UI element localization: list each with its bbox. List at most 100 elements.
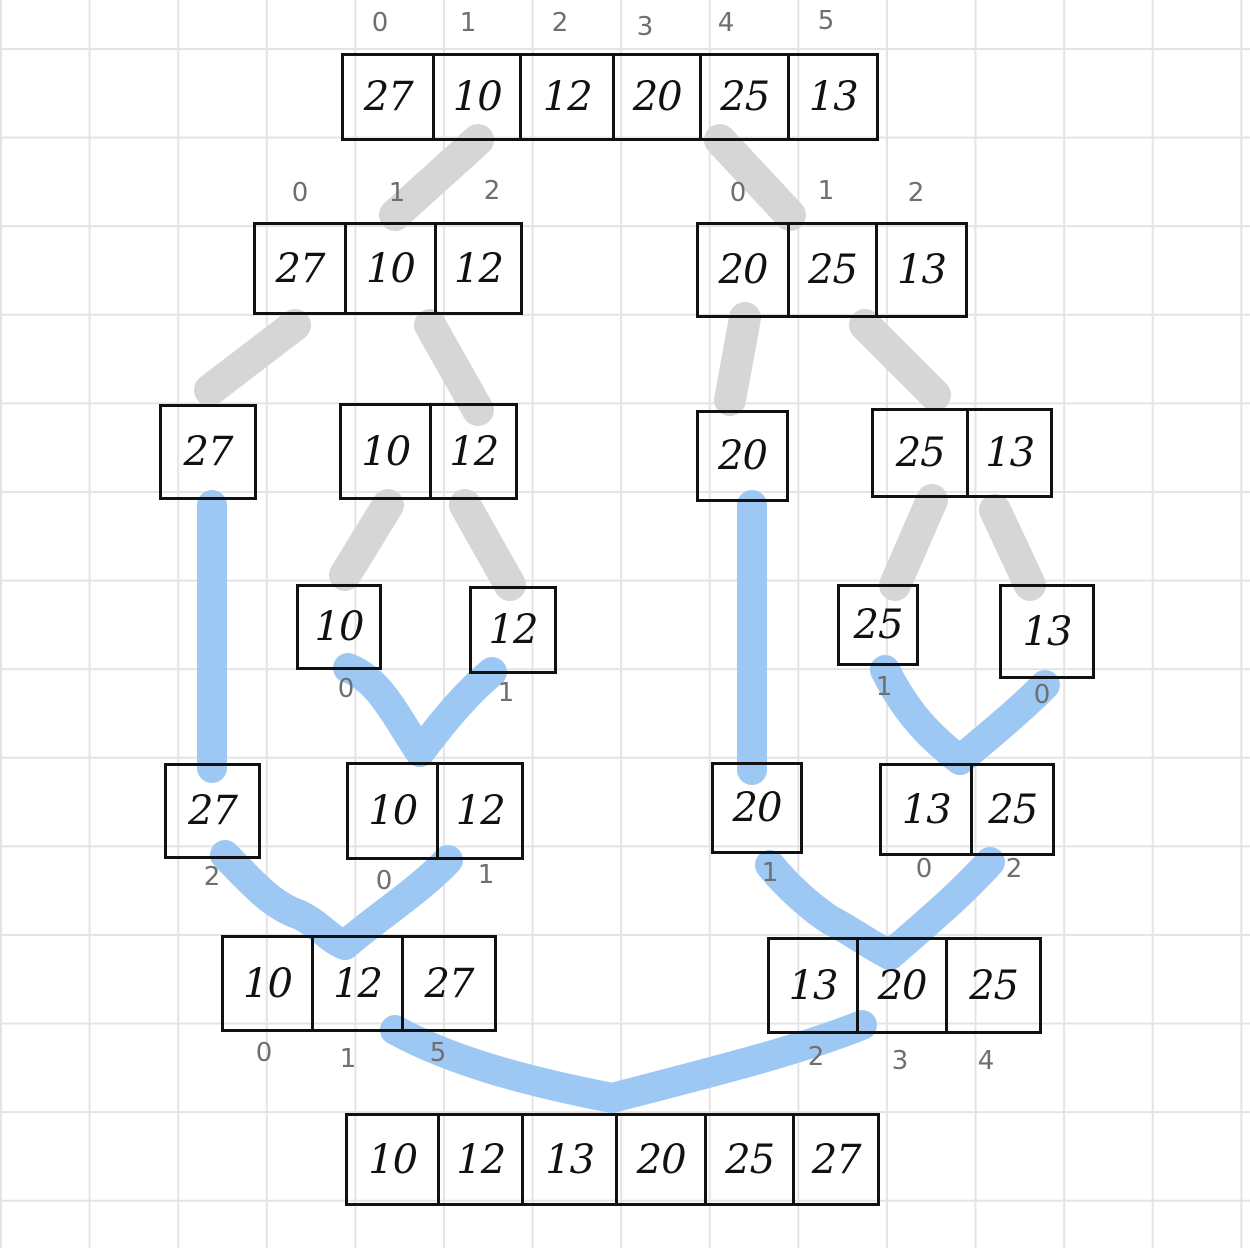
index-label: 1	[339, 1044, 357, 1074]
index-label: 2	[203, 862, 221, 892]
array-cell: 20	[618, 1116, 707, 1203]
index-label: 3	[891, 1046, 909, 1076]
split-connector	[379, 124, 494, 231]
merge-connector	[597, 1010, 877, 1113]
array-left-merged: 10 12 27	[221, 935, 497, 1032]
array-cell: 25	[702, 56, 791, 138]
array-cell: 12	[522, 56, 616, 138]
merge-connector	[330, 845, 463, 960]
array-cell: 12	[449, 428, 499, 475]
array-cell: 13	[985, 430, 1035, 476]
array-cell: 10	[347, 225, 437, 312]
index-label: 2	[1005, 854, 1023, 884]
index-label: 5	[817, 6, 835, 36]
merge-connector	[405, 657, 507, 767]
array-cell: 20	[615, 56, 702, 138]
split-connector	[194, 309, 311, 406]
array-cell: 25	[853, 602, 904, 648]
split-connector	[879, 484, 948, 601]
index-label: 0	[371, 8, 389, 38]
index-label: 0	[729, 178, 747, 208]
merge-connector	[755, 850, 905, 970]
index-label: 1	[761, 858, 779, 888]
array-cell: 20	[699, 225, 790, 315]
index-label: 1	[477, 860, 495, 890]
array-cell: 27	[811, 1136, 862, 1183]
index-label: 0	[375, 866, 393, 896]
split-connector	[704, 124, 806, 231]
array-cell: 20	[718, 433, 768, 479]
array-cell: 10	[349, 765, 440, 857]
index-label: 3	[636, 12, 654, 42]
index-label: 1	[388, 178, 406, 208]
array-cell: 12	[488, 607, 539, 653]
array-cell: 10	[224, 938, 315, 1029]
index-label: 1	[497, 678, 515, 708]
index-label: 2	[551, 8, 569, 38]
array-cell: 27	[344, 56, 436, 138]
merge-connector	[210, 840, 360, 960]
index-label: 0	[337, 674, 355, 704]
split-connector	[329, 489, 404, 591]
array-cell: 10	[435, 56, 523, 138]
array-left-half: 27 10 12	[253, 222, 523, 315]
array-merge-20: 20	[711, 762, 803, 854]
index-label: 0	[1033, 680, 1051, 710]
index-label: 1	[817, 176, 835, 206]
array-cell: 25	[969, 962, 1019, 1009]
array-cell: 12	[314, 938, 405, 1029]
array-cell: 27	[256, 225, 347, 312]
index-label: 2	[807, 1042, 825, 1072]
array-cell: 20	[859, 940, 949, 1031]
merge-connectors	[197, 490, 1060, 1113]
split-connector	[849, 309, 951, 411]
split-connectors	[194, 124, 1046, 601]
array-cell: 25	[707, 1116, 796, 1203]
index-label: 0	[255, 1038, 273, 1068]
array-cell: 10	[348, 1116, 441, 1203]
index-label: 0	[291, 178, 309, 208]
array-right-half: 20 25 13	[696, 222, 968, 318]
split-connector	[714, 302, 761, 416]
array-final-sorted: 10 12 13 20 25 27	[345, 1113, 880, 1206]
array-leaf-13: 13	[999, 584, 1095, 679]
split-connector	[449, 489, 526, 601]
array-cell: 12	[455, 788, 506, 834]
array-split-27: 27	[159, 404, 257, 500]
array-cell: 27	[188, 788, 238, 834]
array-right-merged: 13 20 25	[767, 937, 1042, 1034]
array-cell: 10	[342, 406, 433, 497]
merge-connector	[875, 847, 1005, 970]
array-cell: 12	[440, 1116, 525, 1203]
merge-connector	[945, 670, 1060, 775]
array-cell: 13	[1022, 608, 1073, 655]
merge-connector	[333, 653, 435, 767]
array-cell: 25	[790, 225, 878, 315]
index-label: 0	[915, 854, 933, 884]
split-connector	[979, 494, 1046, 601]
array-leaf-10: 10	[296, 584, 382, 670]
index-label: 5	[429, 1038, 447, 1068]
array-split-10-12: 10 12	[339, 403, 518, 500]
index-label: 2	[907, 178, 925, 208]
split-connector	[414, 309, 494, 426]
array-merge-10-12: 10 12	[346, 762, 524, 860]
array-merge-27: 27	[164, 763, 261, 859]
array-split-25-13: 25 13	[871, 408, 1053, 498]
index-label: 2	[483, 176, 501, 206]
index-label: 4	[717, 8, 735, 38]
array-split-20: 20	[696, 410, 789, 502]
array-cell: 13	[770, 940, 860, 1031]
array-root: 27 10 12 20 25 13	[341, 53, 879, 141]
array-cell: 13	[897, 247, 947, 293]
array-cell: 13	[808, 74, 859, 120]
array-cell: 27	[183, 429, 234, 475]
array-cell: 25	[988, 786, 1038, 833]
array-cell: 13	[524, 1116, 619, 1203]
array-merge-13-25: 13 25	[879, 763, 1055, 856]
array-cell: 12	[454, 245, 504, 292]
index-label: 4	[977, 1046, 995, 1076]
index-label: 1	[875, 672, 893, 702]
array-cell: 10	[314, 604, 365, 650]
